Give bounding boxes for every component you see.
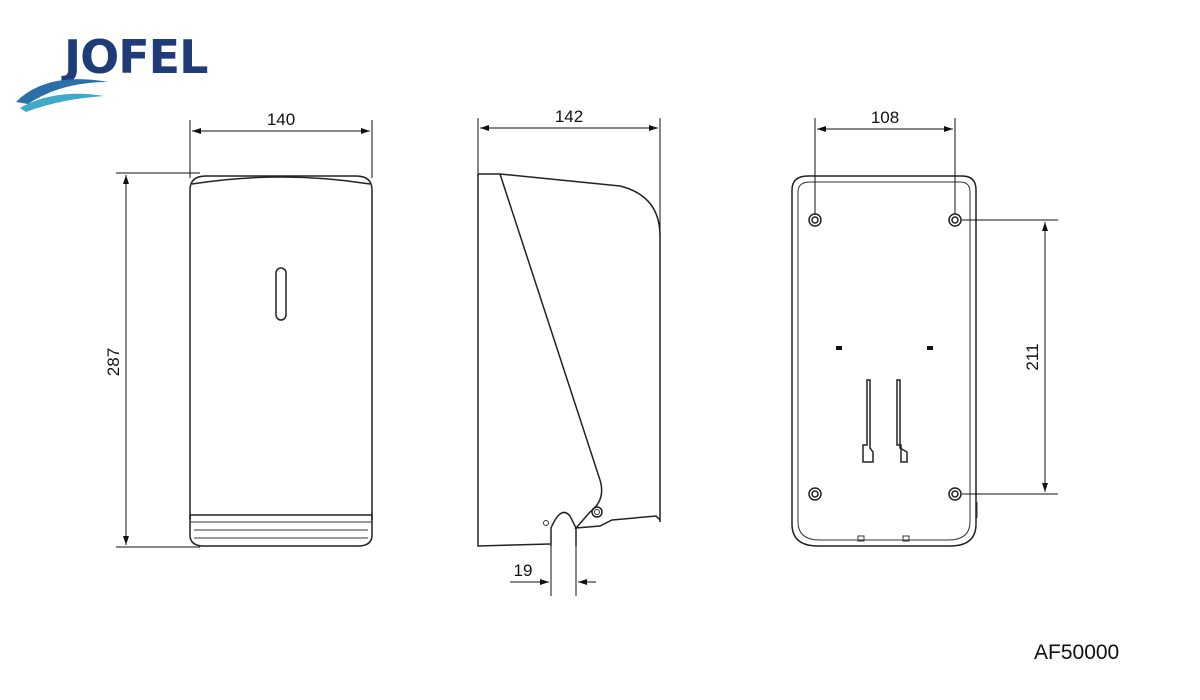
side-hinge-arm <box>574 479 661 529</box>
back-tab <box>902 535 910 542</box>
front-bottom-tray <box>189 514 373 547</box>
side-outlet-label: 19 <box>514 561 533 580</box>
brand-logo-wordmark: JOFEL <box>61 30 208 84</box>
front-height-label: 287 <box>104 348 123 376</box>
front-window <box>275 267 287 321</box>
model-code: AF50000 <box>1034 641 1120 664</box>
back-slot <box>927 346 933 350</box>
back-view: 108 211 <box>791 108 1058 547</box>
back-key-slot <box>896 379 908 463</box>
front-body-outline <box>189 175 373 520</box>
logo-wave-icon-2 <box>20 93 104 112</box>
mounting-hole <box>808 213 822 227</box>
back-body-outline <box>791 175 977 547</box>
mounting-hole <box>948 487 962 501</box>
side-depth-label: 142 <box>555 107 583 126</box>
front-width-label: 140 <box>267 110 295 129</box>
side-body-outline <box>477 173 661 547</box>
mounting-hole <box>948 213 962 227</box>
side-door-line <box>499 173 601 481</box>
back-tab <box>857 535 865 542</box>
side-outlet <box>550 511 577 546</box>
back-key-slot <box>862 379 874 463</box>
logo-wave-icon <box>16 79 108 104</box>
side-view: 142 19 <box>477 107 661 596</box>
back-slot <box>836 346 842 350</box>
side-small-hole <box>543 520 549 526</box>
back-horizontal-label: 108 <box>871 108 899 127</box>
brand-logo: JOFEL <box>16 30 209 112</box>
side-hinge-screw <box>591 506 603 518</box>
mounting-hole <box>808 487 822 501</box>
front-top-cap <box>191 176 371 185</box>
front-view: 140 287 <box>104 110 373 548</box>
back-vertical-label: 211 <box>1023 343 1042 370</box>
